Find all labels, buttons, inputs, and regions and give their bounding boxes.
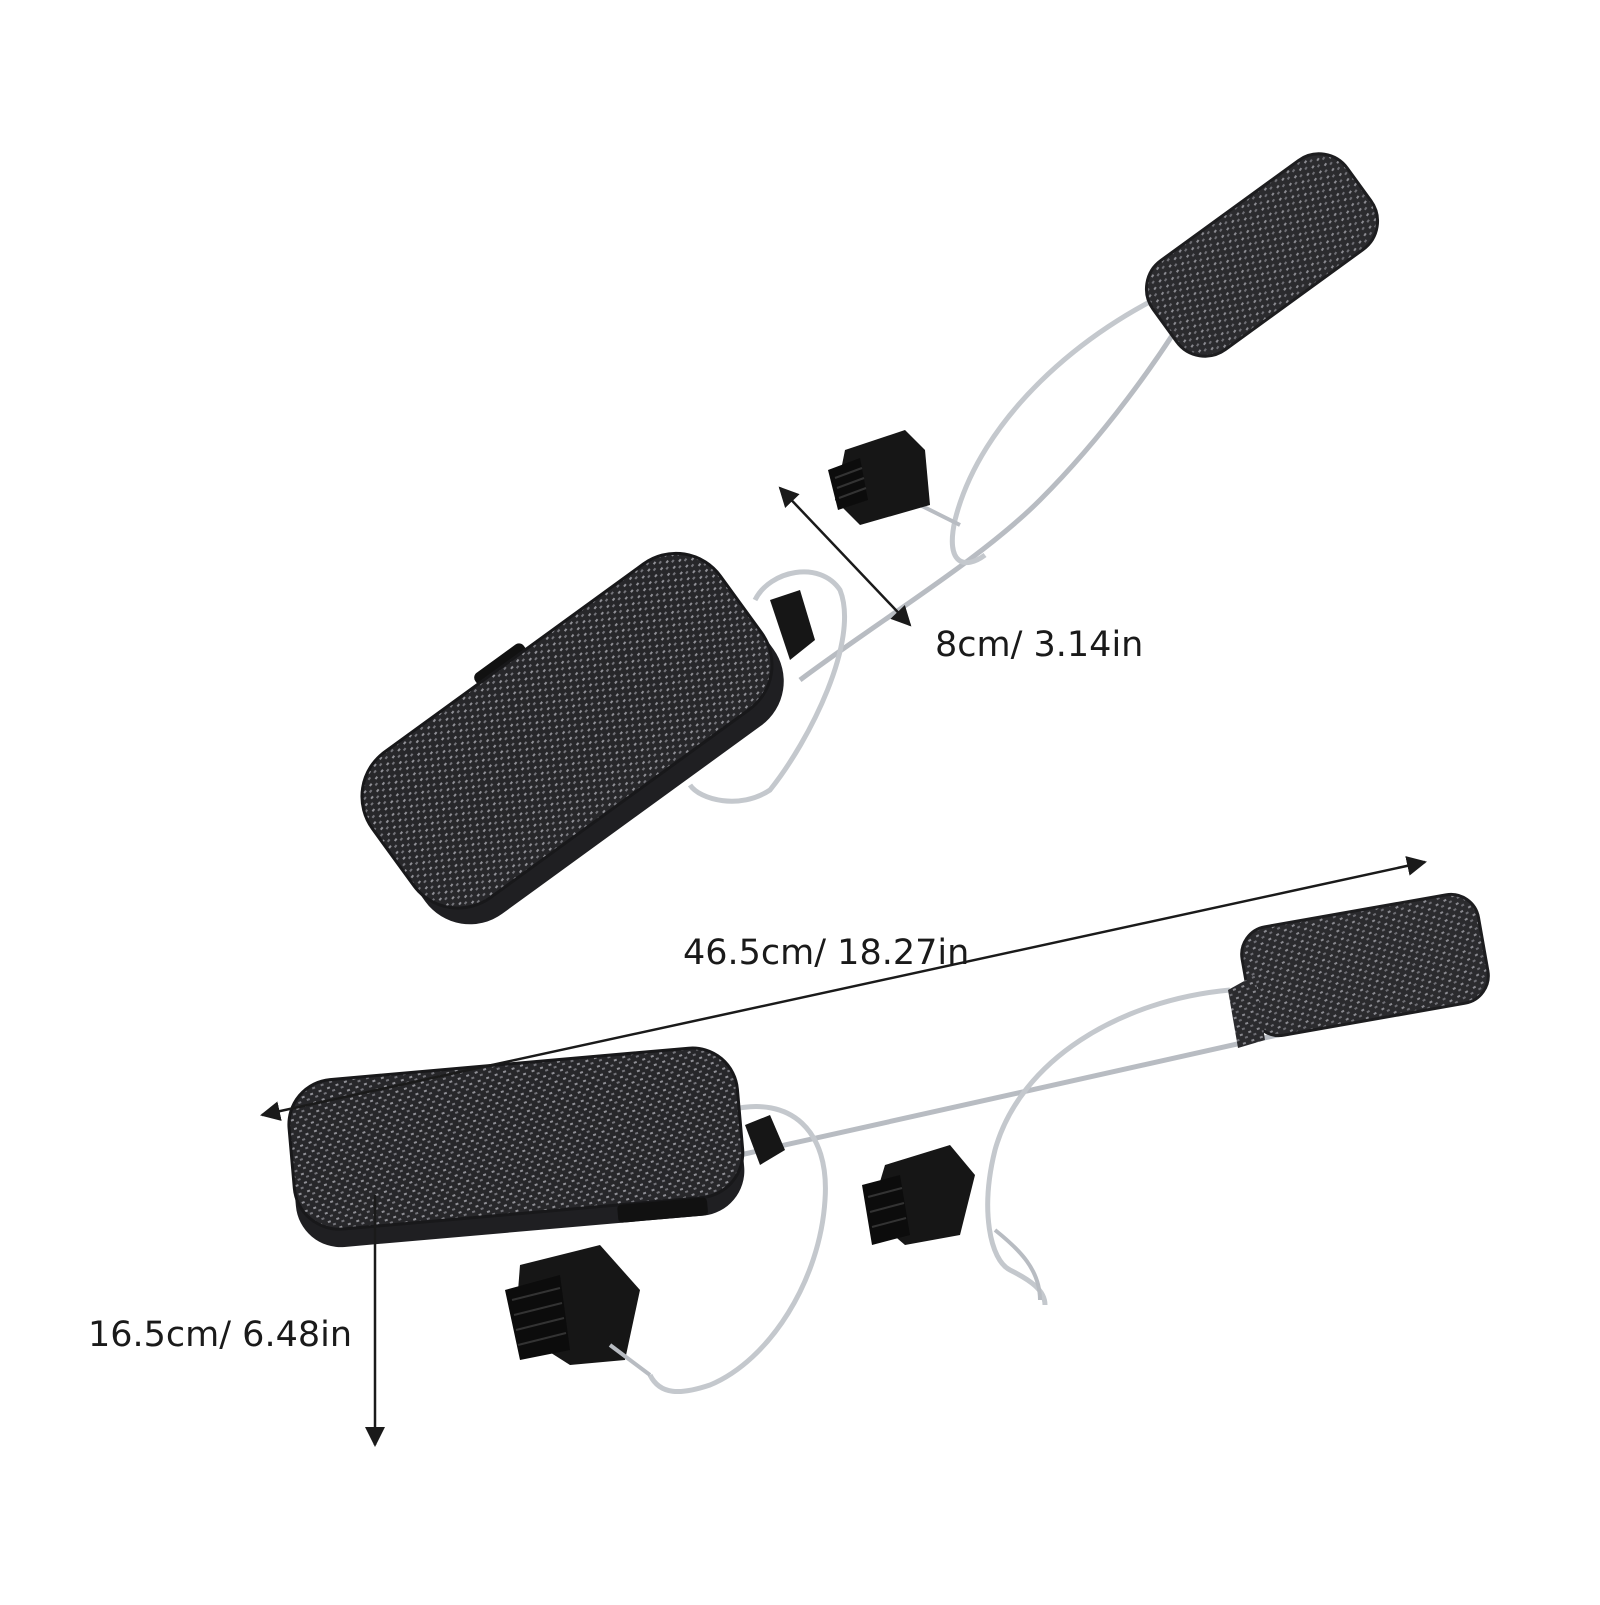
top-hanger-clip <box>828 430 930 525</box>
bottom-hanger-right-clip <box>862 1145 975 1245</box>
length-dimension-label: 46.5cm/ 18.27in <box>683 933 970 973</box>
top-hanger-upper-pad <box>1144 152 1380 358</box>
length-dimension-line <box>260 856 1427 1121</box>
bottom-hanger-wire-tail <box>993 1228 1042 1301</box>
top-hanger-lower-pad <box>360 551 784 925</box>
width-dimension-label: 8cm/ 3.14in <box>935 625 1144 665</box>
bottom-hanger-left-pad <box>287 1046 745 1248</box>
top-hanger-pad-connector <box>770 590 815 660</box>
height-dimension-label: 16.5cm/ 6.48in <box>88 1315 353 1355</box>
bottom-hanger-pad-connector <box>745 1115 785 1165</box>
width-dimension-line <box>778 486 912 627</box>
bottom-hanger-left-clip <box>505 1245 652 1377</box>
bottom-hanger-wire-main <box>739 1027 1301 1158</box>
top-hanger-clip-wire <box>919 503 961 527</box>
top-hanger-wire-loop <box>949 282 1186 566</box>
bottom-hanger-right-pad <box>1240 892 1490 1038</box>
top-hanger <box>360 152 1380 925</box>
